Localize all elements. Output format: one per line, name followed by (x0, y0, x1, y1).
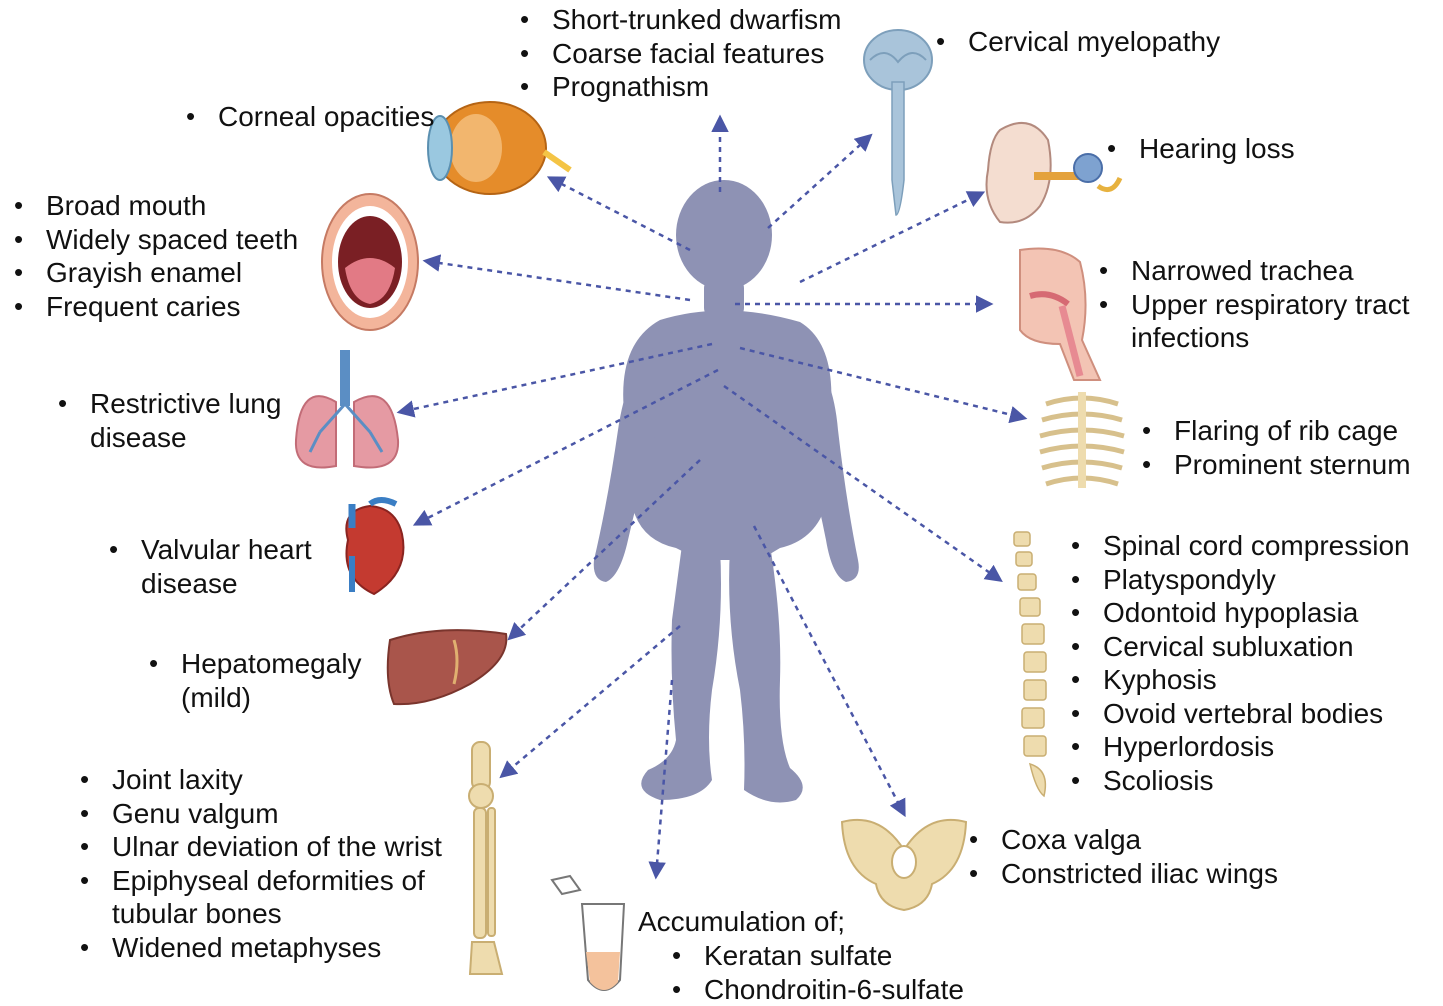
list-item: Coarse facial features (518, 37, 841, 71)
test-tube-icon (552, 876, 624, 990)
arrow-to-limb (502, 626, 680, 776)
spine-icon (1014, 532, 1046, 796)
list-item: Prognathism (518, 70, 841, 104)
list-item: Grayish enamel (12, 256, 298, 290)
liver-icon (388, 630, 507, 704)
airway-head-icon (1020, 249, 1100, 381)
list-item: Upper respiratory tract infections (1097, 288, 1437, 355)
eye-list: Corneal opacities (184, 100, 434, 134)
accumulation-title: Accumulation of; (638, 905, 845, 939)
list-item: Widely spaced teeth (12, 223, 298, 257)
list-item: Corneal opacities (184, 100, 434, 134)
list-item: Cervical myelopathy (934, 25, 1220, 59)
airway-list: Narrowed trachea Upper respiratory tract… (1097, 254, 1437, 355)
list-item: Narrowed trachea (1097, 254, 1437, 288)
arrow-to-mouth (426, 261, 690, 300)
list-item: Broad mouth (12, 189, 298, 223)
list-item: Flaring of rib cage (1140, 414, 1411, 448)
arrow-to-nervous (768, 136, 870, 228)
heart-icon (346, 500, 403, 594)
rib-cage-icon (1040, 392, 1124, 488)
list-item: Hearing loss (1105, 132, 1295, 166)
list-item: Hyperlordosis (1069, 730, 1410, 764)
pelvis-list: Coxa valga Constricted iliac wings (967, 823, 1278, 890)
mouth-list: Broad mouth Widely spaced teeth Grayish … (12, 189, 298, 323)
list-item: Scoliosis (1069, 764, 1410, 798)
list-item: Odontoid hypoplasia (1069, 596, 1410, 630)
arrow-to-eye (550, 178, 690, 250)
list-item: Frequent caries (12, 290, 298, 324)
eye-icon (428, 102, 570, 194)
spine-list: Spinal cord compression Platyspondyly Od… (1069, 529, 1410, 797)
list-item: Platyspondyly (1069, 563, 1410, 597)
lungs-icon (296, 350, 398, 468)
brain-spinal-cord-icon (864, 30, 932, 215)
list-item: Cervical subluxation (1069, 630, 1410, 664)
leg-bones-icon (469, 742, 502, 974)
heart-list: Valvular heart disease (107, 533, 337, 600)
list-item: Spinal cord compression (1069, 529, 1410, 563)
liver-list: Hepatomegaly (mild) (147, 647, 372, 714)
general-features-list: Short-trunked dwarfism Coarse facial fea… (518, 3, 841, 104)
list-item: Kyphosis (1069, 663, 1410, 697)
list-item: Genu valgum (78, 797, 463, 831)
list-item: Widened metaphyses (78, 931, 463, 965)
list-item: Hepatomegaly (mild) (147, 647, 372, 714)
accumulation-list: Keratan sulfate Chondroitin-6-sulfate (670, 939, 964, 1006)
list-item: Valvular heart disease (107, 533, 337, 600)
list-item: Coxa valga (967, 823, 1278, 857)
list-item: Joint laxity (78, 763, 463, 797)
list-item: Epiphyseal deformities of tubular bones (78, 864, 463, 931)
list-item: Constricted iliac wings (967, 857, 1278, 891)
list-item: Restrictive lung disease (56, 387, 306, 454)
ear-icon (987, 123, 1121, 223)
list-item: Prominent sternum (1140, 448, 1411, 482)
limb-list: Joint laxity Genu valgum Ulnar deviation… (78, 763, 463, 964)
list-item: Keratan sulfate (670, 939, 964, 973)
list-item: Short-trunked dwarfism (518, 3, 841, 37)
open-mouth-icon (322, 194, 418, 330)
pelvis-icon (842, 820, 966, 910)
ear-list: Hearing loss (1105, 132, 1295, 166)
nervous-list: Cervical myelopathy (934, 25, 1220, 59)
list-item: Ulnar deviation of the wrist (78, 830, 463, 864)
rib-list: Flaring of rib cage Prominent sternum (1140, 414, 1411, 481)
list-item: Ovoid vertebral bodies (1069, 697, 1410, 731)
lung-list: Restrictive lung disease (56, 387, 306, 454)
arrow-to-ear (800, 193, 982, 282)
